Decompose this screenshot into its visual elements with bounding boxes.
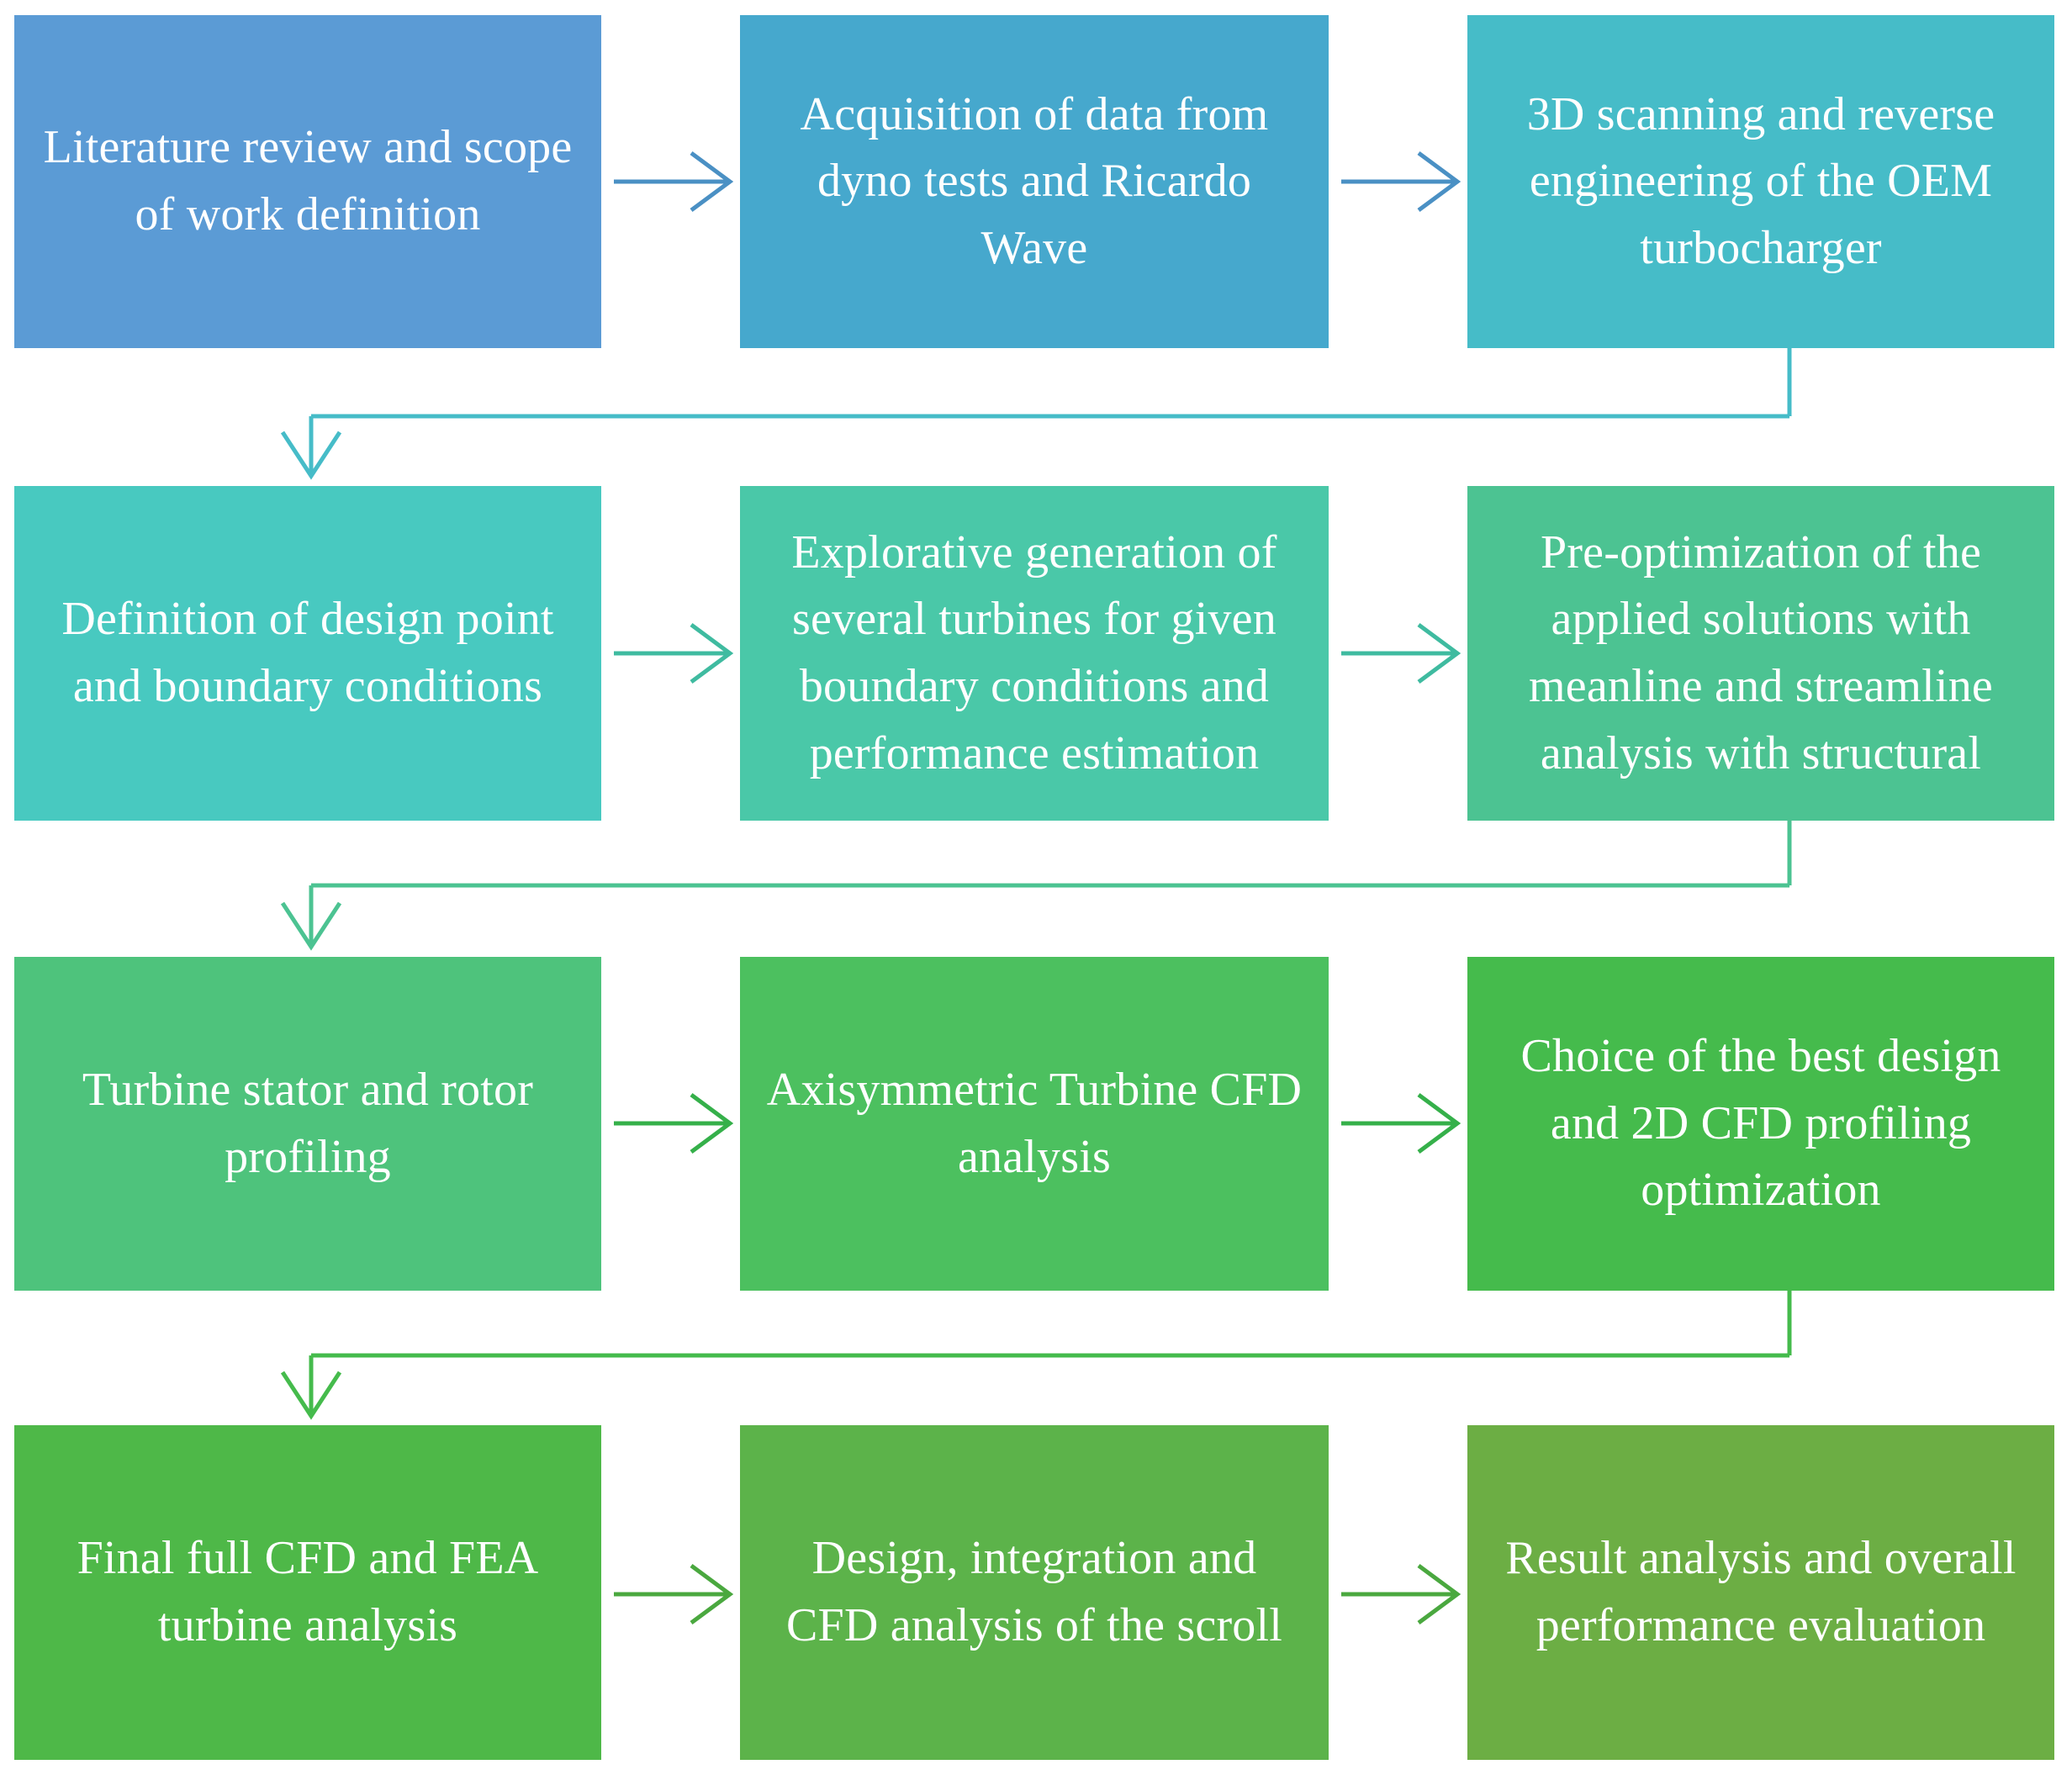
process-box-r2c2[interactable]: Explorative generation of several turbin… <box>740 486 1329 821</box>
arrow-a-r3-1 <box>614 1092 734 1154</box>
arrow-a-r1-2 <box>1341 151 1462 213</box>
process-box-r4c3[interactable]: Result analysis and overall performance … <box>1467 1425 2054 1760</box>
arrow-a-r2-1 <box>614 622 734 684</box>
process-box-label: Design, integration and CFD analysis of … <box>785 1532 1283 1651</box>
arrow-a-r2-2 <box>1341 622 1462 684</box>
process-box-r3c1[interactable]: Turbine stator and rotor profiling <box>14 957 601 1291</box>
process-box-r2c3[interactable]: Pre-optimization of the applied solution… <box>1467 486 2054 821</box>
process-box-r4c2[interactable]: Design, integration and CFD analysis of … <box>740 1425 1329 1760</box>
process-box-label: Explorative generation of several turbin… <box>791 526 1277 779</box>
arrow-a-r3-2 <box>1341 1092 1462 1154</box>
process-box-r2c1[interactable]: Definition of design point and boundary … <box>14 486 601 821</box>
process-box-label: Turbine stator and rotor profiling <box>82 1063 534 1183</box>
process-box-r1c2[interactable]: Acquisition of data from dyno tests and … <box>740 15 1329 348</box>
elbow-connector-e-r3-r4 <box>280 1291 1792 1420</box>
process-box-label: Choice of the best design and 2D CFD pro… <box>1520 1030 2001 1217</box>
process-box-label: 3D scanning and reverse engineering of t… <box>1526 87 1995 274</box>
process-box-label: Pre-optimization of the applied solution… <box>1529 526 1993 779</box>
arrow-a-r1-1 <box>614 151 734 213</box>
process-box-label: Definition of design point and boundary … <box>61 593 554 712</box>
process-box-r3c2[interactable]: Axisymmetric Turbine CFD analysis <box>740 957 1329 1291</box>
process-box-label: Axisymmetric Turbine CFD analysis <box>766 1063 1303 1183</box>
process-box-r1c3[interactable]: 3D scanning and reverse engineering of t… <box>1467 15 2054 348</box>
process-box-label: Result analysis and overall performance … <box>1505 1532 2016 1651</box>
process-box-r1c1[interactable]: Literature review and scope of work defi… <box>14 15 601 348</box>
arrow-a-r4-1 <box>614 1563 734 1625</box>
process-box-label: Literature review and scope of work defi… <box>43 121 573 240</box>
process-box-label: Acquisition of data from dyno tests and … <box>800 87 1269 274</box>
process-box-r4c1[interactable]: Final full CFD and FEA turbine analysis <box>14 1425 601 1760</box>
process-box-r3c3[interactable]: Choice of the best design and 2D CFD pro… <box>1467 957 2054 1291</box>
elbow-connector-e-r2-r3 <box>280 821 1792 951</box>
process-box-label: Final full CFD and FEA turbine analysis <box>77 1532 539 1651</box>
arrow-a-r4-2 <box>1341 1563 1462 1625</box>
elbow-connector-e-r1-r2 <box>280 348 1792 480</box>
